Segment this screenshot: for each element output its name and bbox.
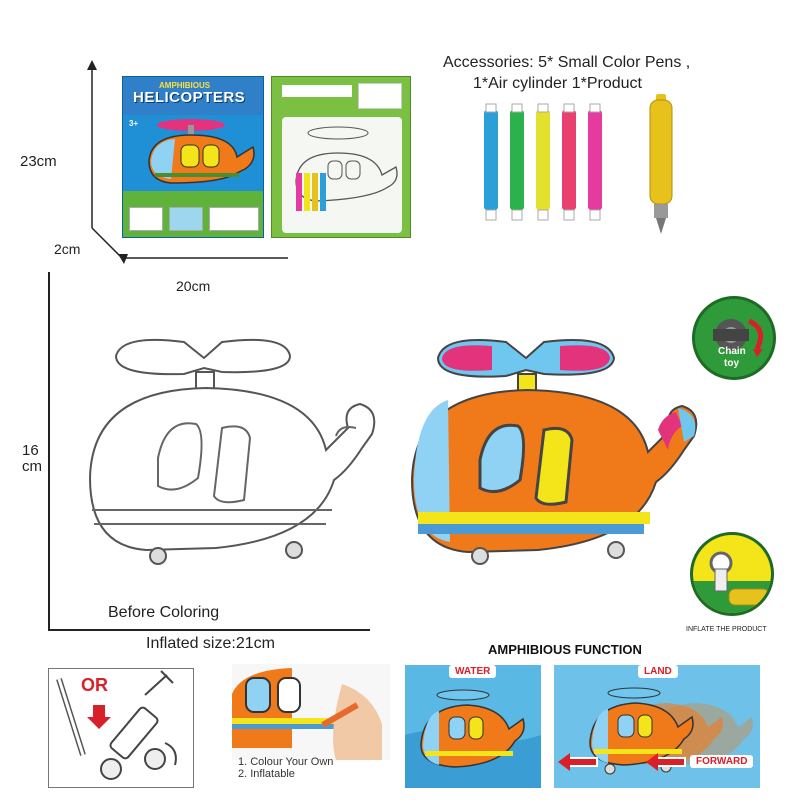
package-front-image: AMPHIBIOUS HELICOPTERS 3+ [122, 76, 264, 238]
water-badge: WATER [449, 665, 497, 678]
color-pen-pink [588, 103, 602, 221]
forward-badge: FORWARD [690, 755, 754, 768]
pump-illustration [56, 670, 177, 780]
colouring-illustration [232, 664, 390, 760]
inflated-size-label: Inflated size:21cm [146, 635, 275, 652]
package-back-outline-art [295, 126, 398, 211]
box-dimension-arrows [87, 60, 288, 264]
accessories-line-1: Accessories: 5* Small Color Pens , [443, 54, 691, 71]
chain-toy-label-2: toy [724, 358, 739, 369]
inflated-height-unit: cm [22, 458, 42, 475]
package-back-image [271, 76, 411, 238]
land-illustration [554, 665, 760, 788]
accessories-items [484, 94, 673, 234]
inflate-product-icon [690, 532, 774, 616]
chain-toy-icon [692, 296, 776, 380]
accessories-line-2: 1*Air cylinder 1*Product [473, 75, 642, 92]
color-pen-green [510, 103, 524, 221]
left-arrow-icon-2 [646, 753, 686, 771]
inflated-vertical-line [48, 272, 50, 630]
step-1-label: 1. Colour Your Own [238, 756, 334, 768]
water-illustration [405, 665, 541, 788]
package-front-subtitle: AMPHIBIOUS [159, 81, 211, 90]
package-back-label [282, 85, 352, 97]
package-front-header [123, 77, 263, 115]
air-cylinder [649, 94, 673, 234]
water-panel: WATER [405, 665, 541, 788]
land-panel: LAND FORWARD [554, 665, 760, 788]
box-depth-label: 2cm [54, 241, 81, 257]
pump-panel: OR [48, 668, 194, 788]
inflated-horizontal-line [48, 629, 370, 631]
color-pen-blue [484, 103, 498, 221]
chain-gear-icon [713, 318, 764, 357]
land-badge: LAND [638, 665, 678, 678]
inflate-caption: INFLATE THE PRODUCT [686, 626, 767, 633]
or-label: OR [81, 675, 108, 695]
box-height-label: 23cm [20, 153, 57, 170]
package-front-title: HELICOPTERS [133, 89, 246, 106]
package-back-thumb [358, 83, 402, 109]
chain-toy-label-1: Chain [718, 346, 746, 357]
helicopter-uncolored [88, 338, 376, 565]
left-arrow-icon-1 [558, 753, 598, 771]
box-width-label: 20cm [176, 278, 211, 294]
inflated-height-number: 16 [22, 442, 39, 459]
before-coloring-label: Before Coloring [108, 604, 220, 621]
color-pen-red [562, 103, 576, 221]
package-age-label: 3+ [129, 119, 139, 128]
package-sticker-2 [169, 207, 203, 231]
package-sticker-1 [129, 207, 163, 231]
color-pen-yellow [536, 103, 550, 221]
package-helicopter-art [148, 119, 255, 184]
package-sticker-3 [209, 207, 259, 231]
valve-icon [693, 551, 771, 613]
colouring-panel: 1. Colour Your Own 2. Inflatable [232, 664, 390, 788]
step-2-label: 2. Inflatable [238, 768, 295, 780]
amphibious-title: AMPHIBIOUS FUNCTION [488, 642, 642, 657]
helicopter-colored [410, 339, 698, 565]
